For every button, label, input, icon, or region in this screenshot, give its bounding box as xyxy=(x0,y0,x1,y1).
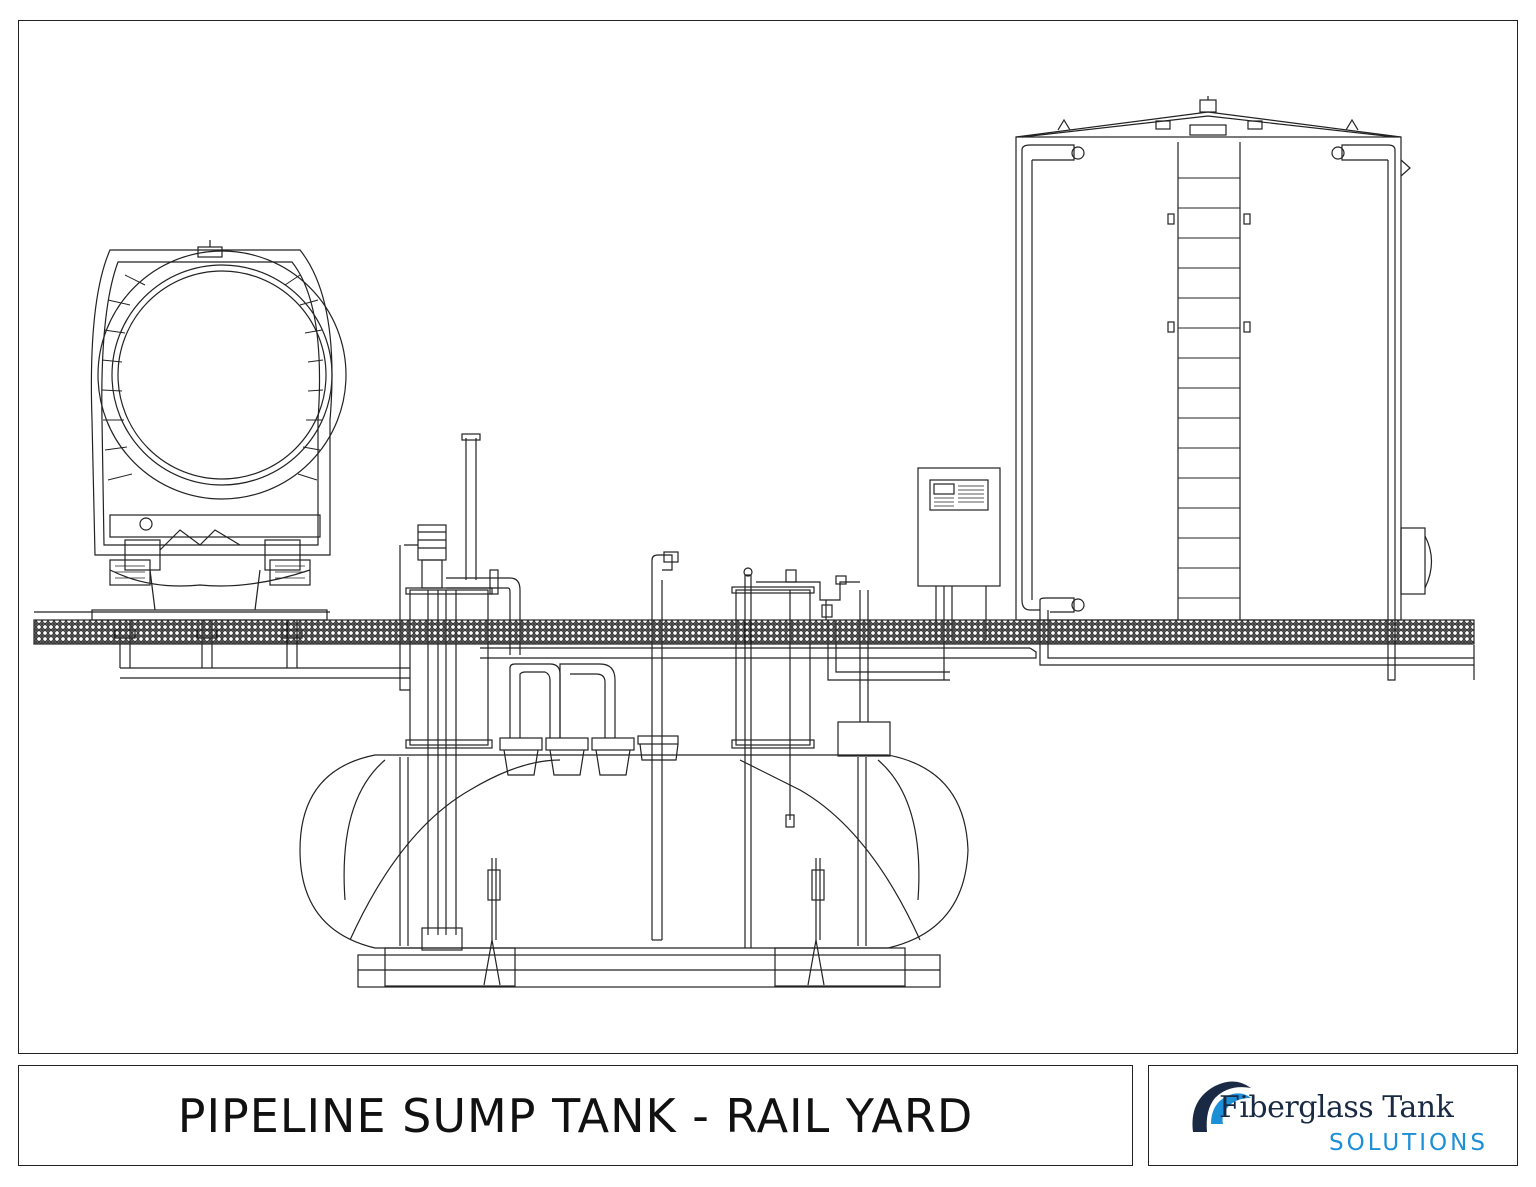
page-title: PIPELINE SUMP TANK - RAIL YARD xyxy=(177,1088,974,1143)
title-block: PIPELINE SUMP TANK - RAIL YARD xyxy=(18,1065,1133,1166)
ground-surface xyxy=(33,611,1475,645)
logo-wordmark: Fiberglass Tank xyxy=(1219,1090,1454,1125)
logo-subtitle: SOLUTIONS xyxy=(1329,1130,1488,1156)
level-riser xyxy=(731,567,950,948)
control-panel xyxy=(917,467,1001,680)
rail-unloading-piping xyxy=(114,620,410,679)
sump-tank xyxy=(299,754,969,988)
manways xyxy=(480,647,1037,776)
pump-riser xyxy=(399,433,521,951)
storage-tank xyxy=(1015,96,1475,681)
vent-pipe xyxy=(651,551,679,941)
rail-tank-car xyxy=(90,240,347,621)
logo-block: Fiberglass Tank SOLUTIONS xyxy=(1148,1065,1518,1166)
company-logo-icon xyxy=(1192,1081,1251,1132)
